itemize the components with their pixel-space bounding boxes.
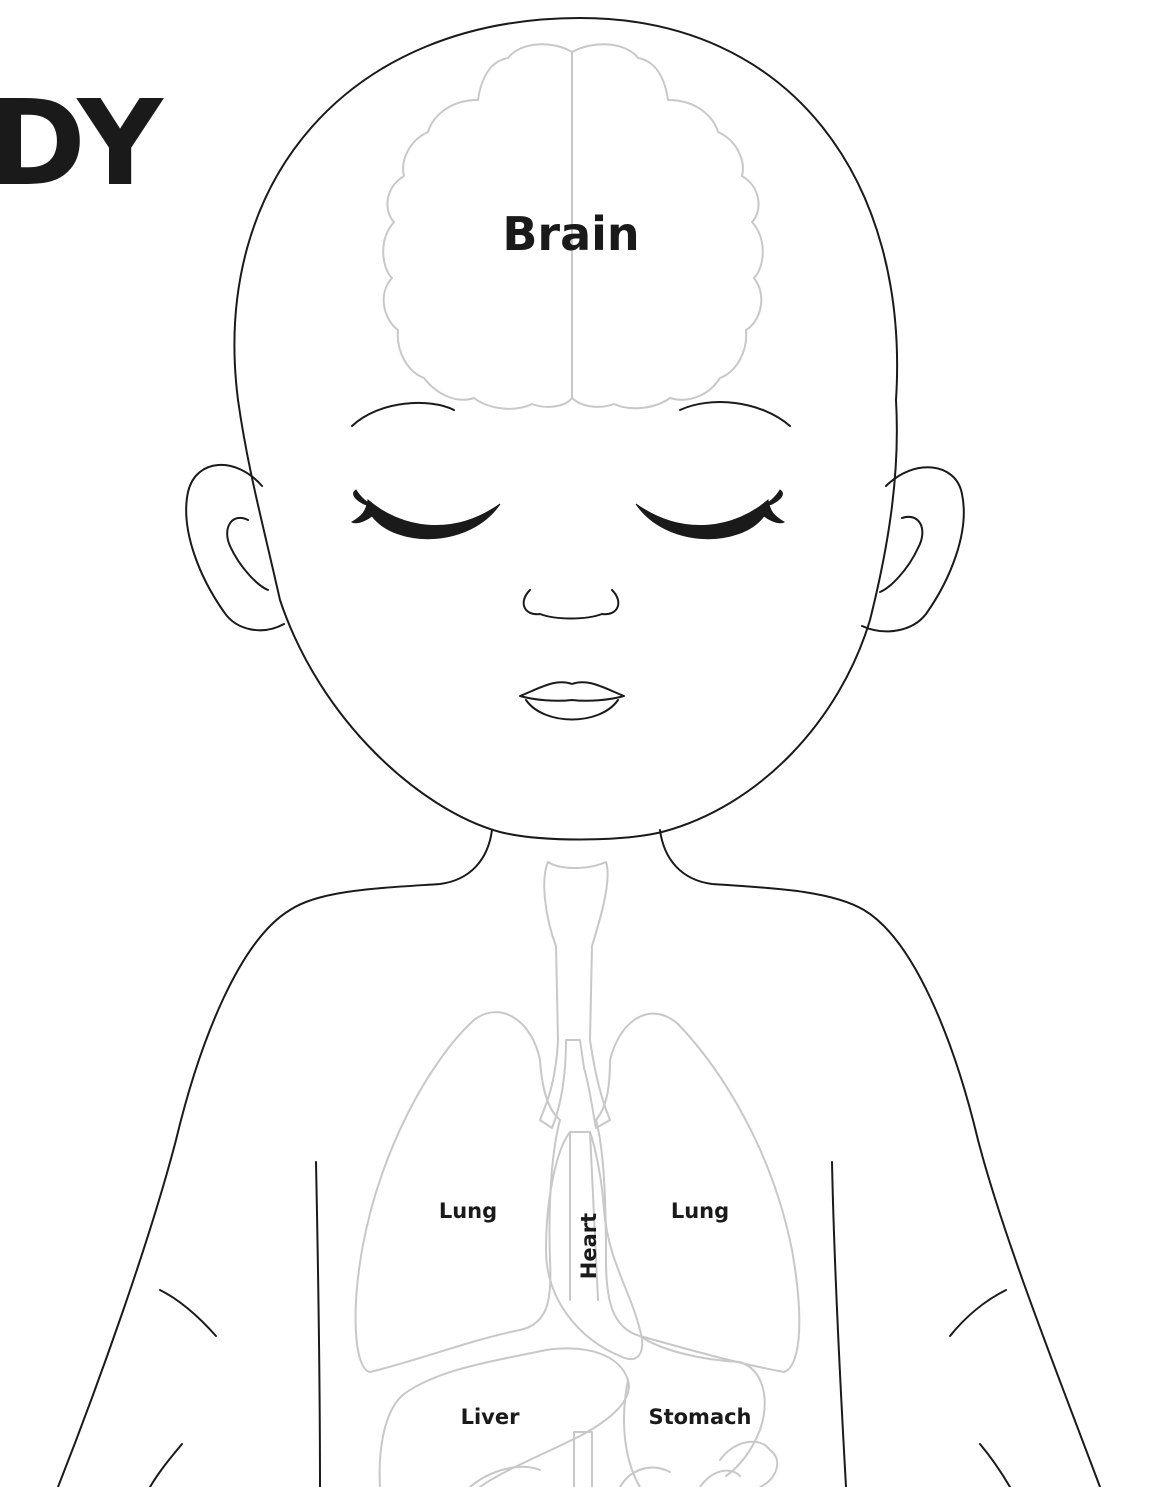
eye-right [636, 490, 784, 539]
eyebrow-left [352, 403, 454, 426]
stomach-label: Stomach [648, 1405, 751, 1429]
heart-label: Heart [577, 1213, 601, 1279]
page-title: DY [0, 74, 164, 212]
neck-and-shoulders [58, 830, 1100, 1487]
ear-left [186, 465, 284, 630]
lung-left [356, 1012, 560, 1372]
trachea [540, 862, 610, 1128]
head [234, 18, 897, 840]
brain-label: Brain [502, 207, 639, 261]
eye-left [352, 490, 500, 539]
lung-left-label: Lung [439, 1199, 497, 1223]
liver-label: Liver [461, 1405, 521, 1429]
arm-right [832, 1162, 1010, 1487]
mouth [520, 682, 624, 719]
ear-right [862, 467, 964, 631]
lung-right-label: Lung [671, 1199, 729, 1223]
arm-left [150, 1162, 320, 1487]
eyebrow-right [680, 402, 790, 426]
lung-right [596, 1014, 799, 1372]
nose [524, 590, 619, 619]
